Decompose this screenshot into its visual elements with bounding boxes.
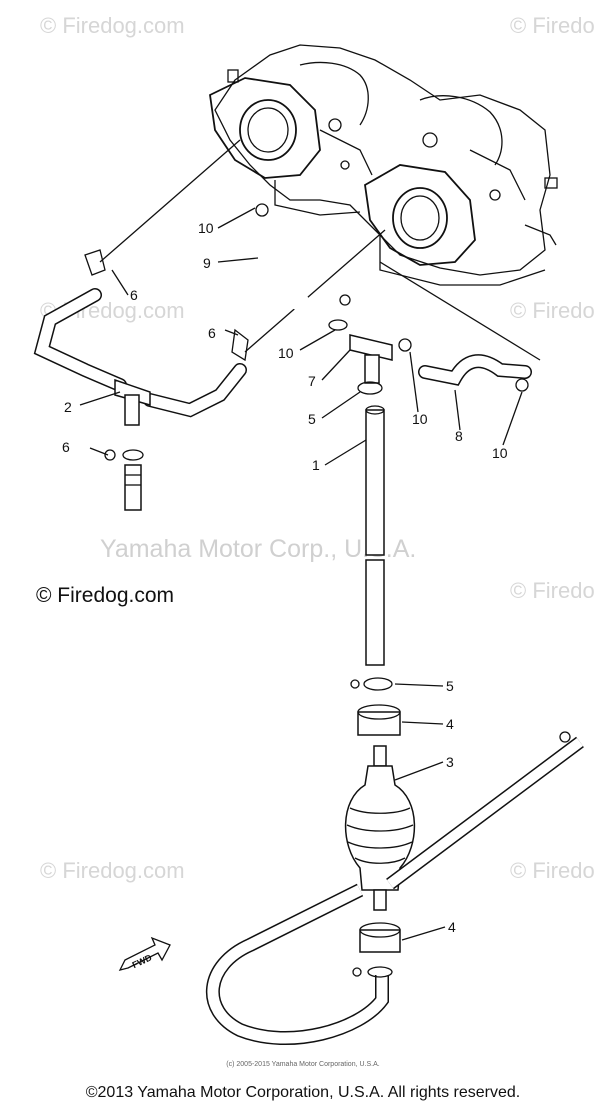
ref-line-right <box>379 261 541 361</box>
watermark-lower-left: © Firedog.com <box>40 858 185 883</box>
watermark-top-right: © Firedo <box>510 13 595 38</box>
clip-10-upper <box>339 294 351 306</box>
callout-9: 9 <box>203 255 211 271</box>
clip-10-right <box>398 338 412 352</box>
hose-1-lower <box>365 559 385 666</box>
watermark-lower-right: © Firedo <box>510 858 595 883</box>
fwd-arrow: FWD <box>118 936 171 971</box>
watermark-row2-right: © Firedo <box>510 298 595 323</box>
clip-5-lower <box>363 677 393 691</box>
hose-1-upper <box>365 409 385 556</box>
footer-small-copyright: (c) 2005-2015 Yamaha Motor Corporation, … <box>226 1061 380 1068</box>
watermark-left-mid: © Firedog.com <box>36 584 174 607</box>
clip-lower-loop <box>367 966 393 978</box>
watermark-middle: Yamaha Motor Corp., U.S.A. <box>100 535 416 563</box>
callout-10-far-right: 10 <box>492 445 508 461</box>
clip-5-upper <box>357 381 383 395</box>
callout-5-lower: 5 <box>446 678 454 694</box>
callout-4-lower: 4 <box>448 919 456 935</box>
ring-4-upper <box>357 711 401 736</box>
t-joint-7 <box>349 334 393 361</box>
callout-1: 1 <box>312 457 320 473</box>
callout-2: 2 <box>64 399 72 415</box>
t-joint-2 <box>114 378 151 406</box>
callout-10-top: 10 <box>198 220 214 236</box>
clip-10-top <box>255 203 269 217</box>
ring-4-lower <box>359 929 401 953</box>
ref-line-center <box>244 229 386 353</box>
callout-7: 7 <box>308 373 316 389</box>
callout-10-upper: 10 <box>278 345 294 361</box>
footer-copyright: ©2013 Yamaha Motor Corporation, U.S.A. A… <box>85 1084 521 1101</box>
callout-5-upper: 5 <box>308 411 316 427</box>
ref-line-left <box>99 139 241 263</box>
callout-10-right: 10 <box>412 411 428 427</box>
callout-6-middle: 6 <box>208 325 216 341</box>
callout-4-upper: 4 <box>446 716 454 732</box>
watermark-right-mid: © Firedo <box>510 578 595 603</box>
hose-left-lower <box>124 464 142 511</box>
clip-6-bottom <box>104 449 116 461</box>
callout-3: 3 <box>446 754 454 770</box>
clip-10-far-right <box>515 378 529 392</box>
primer-bulb-3 <box>344 745 416 911</box>
watermark-top-left: © Firedog.com <box>40 13 185 38</box>
carburetor-assembly <box>209 44 558 286</box>
clip-6-top <box>84 249 106 276</box>
clip-6-middle <box>231 328 249 362</box>
callout-6-top: 6 <box>130 287 138 303</box>
callout-6-bottom: 6 <box>62 439 70 455</box>
callout-8: 8 <box>455 428 463 444</box>
